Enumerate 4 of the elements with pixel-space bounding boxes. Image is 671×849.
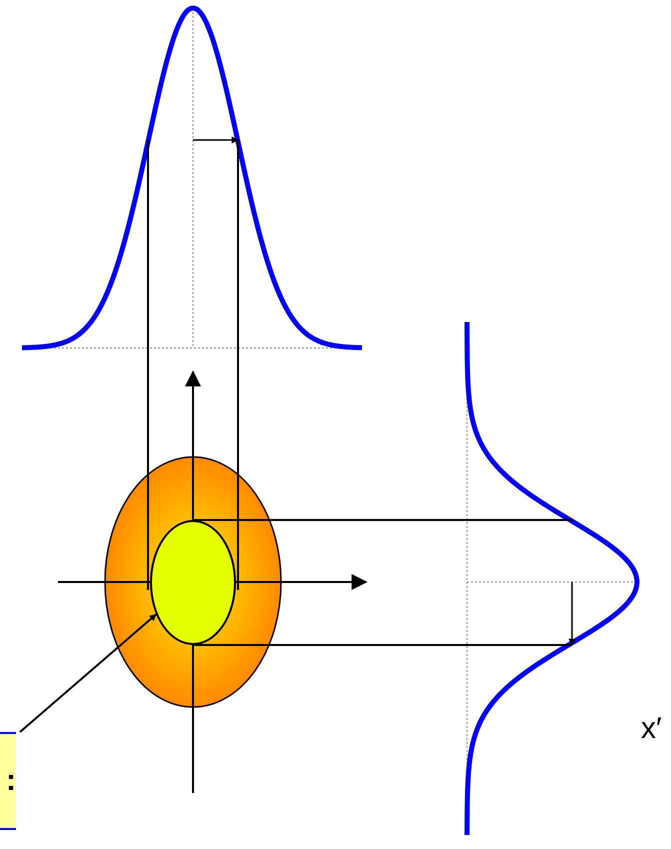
- axis-label: x′: [641, 712, 662, 746]
- leader-line: [19, 614, 157, 733]
- callout-box: [0, 732, 16, 830]
- callout-text: :: [6, 766, 16, 796]
